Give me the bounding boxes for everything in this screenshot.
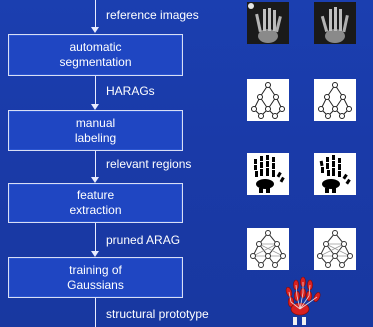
pruned-graph-image-1: [247, 228, 289, 270]
connector-line-3: [95, 222, 96, 253]
step-automatic-segmentation: automatic segmentation: [8, 34, 183, 76]
connector-line-1: [95, 75, 96, 106]
xray-image-1: [247, 2, 289, 44]
step-line: manual: [76, 116, 115, 131]
connector-line-4: [95, 297, 96, 327]
edge-label-structural-prototype: structural prototype: [106, 307, 209, 321]
structural-prototype-image: [280, 275, 326, 327]
pruned-graph-image-2: [314, 228, 356, 270]
step-line: automatic: [69, 40, 121, 55]
step-manual-labeling: manual labeling: [8, 110, 183, 151]
edge-label-relevant-regions: relevant regions: [106, 157, 191, 171]
segmented-regions-image-1: [247, 153, 289, 195]
segmented-regions-image-2: [314, 153, 356, 195]
step-feature-extraction: feature extraction: [8, 183, 183, 223]
connector-line-0: [95, 0, 96, 29]
xray-image-2: [314, 2, 356, 44]
step-line: feature: [77, 188, 114, 203]
step-training-of-gaussians: training of Gaussians: [8, 257, 183, 298]
arrow-0: [91, 27, 99, 33]
graph-image-2: [314, 79, 356, 121]
step-line: labeling: [75, 131, 116, 146]
edge-label-reference-images: reference images: [106, 8, 199, 22]
step-line: segmentation: [59, 55, 131, 70]
step-line: Gaussians: [67, 278, 124, 293]
step-line: extraction: [69, 203, 121, 218]
edge-label-harags: HARAGs: [106, 84, 155, 98]
edge-label-pruned-arag: pruned ARAG: [106, 233, 180, 247]
connector-line-2: [95, 150, 96, 180]
step-line: training of: [69, 263, 122, 278]
graph-image-1: [247, 79, 289, 121]
